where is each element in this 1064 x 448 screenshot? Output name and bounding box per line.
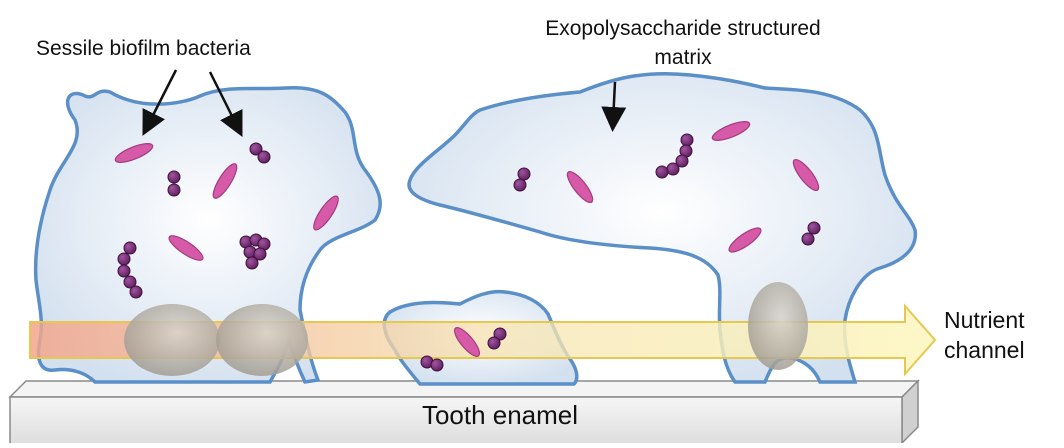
sessile-bacteria-label: Sessile biofilm bacteria — [36, 37, 251, 61]
eps-matrix-label-line2: matrix — [498, 43, 868, 72]
eps-matrix-label-line1: Exopolysaccharide structured — [498, 14, 868, 43]
nutrient-channel-label-line2: channel — [944, 335, 1025, 365]
nutrient-channel-label-line1: Nutrient — [944, 305, 1025, 335]
eps-matrix-label: Exopolysaccharide structured matrix — [498, 14, 868, 72]
nutrient-channel-label: Nutrient channel — [944, 305, 1025, 365]
tooth-enamel-label: Tooth enamel — [0, 400, 1000, 431]
